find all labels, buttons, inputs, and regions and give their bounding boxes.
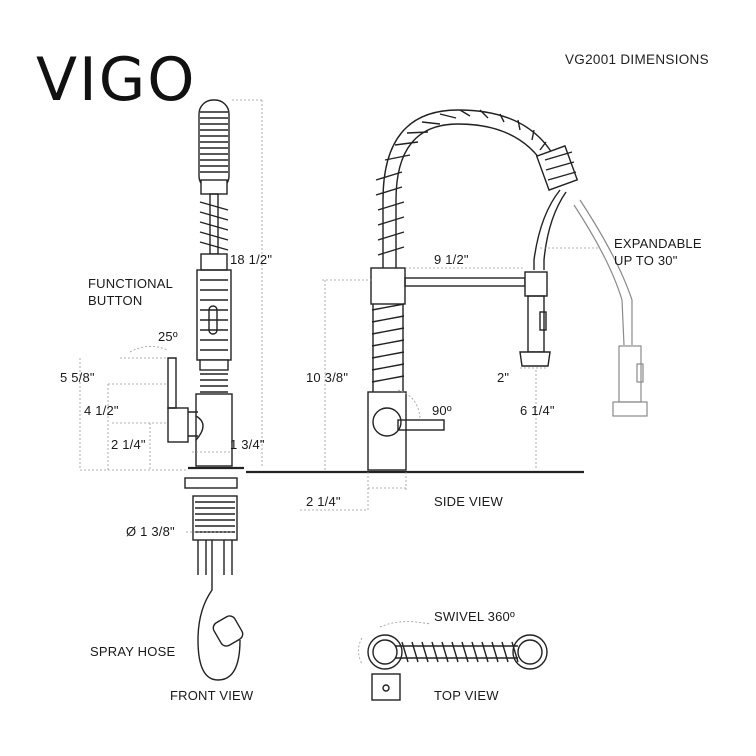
dim-reach: 9 1/2" — [434, 252, 469, 267]
side-handle-hub — [372, 407, 402, 437]
front-faucet-body — [195, 393, 233, 467]
side-view-drawing — [367, 109, 648, 471]
dim-handle-base-height: 2 1/4" — [111, 437, 146, 452]
top-spring-coil — [401, 641, 519, 663]
dim-side-base-width: 2 1/4" — [306, 494, 341, 509]
front-view-label: FRONT VIEW — [170, 688, 254, 703]
side-view-label: SIDE VIEW — [434, 494, 503, 509]
front-dimension-lines — [79, 99, 263, 533]
dim-handle-angle: 25º — [158, 329, 178, 344]
spray-hose-label: SPRAY HOSE — [90, 644, 176, 659]
side-spout-arm — [404, 277, 526, 287]
dim-hole-diameter: Ø 1 3/8" — [126, 524, 175, 539]
side-handle-lever — [397, 419, 445, 431]
sheet-title: VG2001 DIMENSIONS — [565, 52, 709, 67]
spray-hose-weight — [212, 615, 244, 647]
expandable-label-2: UP TO 30" — [614, 253, 678, 268]
front-shank-thread — [192, 495, 238, 541]
front-handle-lever — [167, 357, 177, 409]
top-base-circle — [367, 634, 403, 670]
dim-handle-top-height: 5 5/8" — [60, 370, 95, 385]
dim-total-height: 18 1/2" — [230, 252, 273, 267]
dim-spout-height: 10 3/8" — [306, 370, 349, 385]
front-sprayer-collar — [200, 253, 228, 271]
dim-base-diameter: 1 3/4" — [230, 437, 265, 452]
front-sprayer-body — [196, 269, 232, 361]
front-view-drawing — [167, 99, 244, 681]
front-spray-hose — [197, 540, 241, 681]
functional-button-label-1: FUNCTIONAL — [88, 276, 174, 291]
top-view-label: TOP VIEW — [434, 688, 499, 703]
expandable-sprayer-ghost — [612, 401, 648, 417]
side-dimension-lines — [300, 247, 600, 511]
swivel-label: SWIVEL 360º — [434, 609, 515, 624]
side-spring-arc — [382, 109, 557, 268]
expandable-hose-ghost — [573, 204, 625, 346]
front-top-coil — [198, 99, 230, 195]
front-handle-base — [167, 407, 189, 443]
top-handle — [371, 673, 401, 701]
functional-button-label-2: BUTTON — [88, 293, 143, 308]
side-sprayer-holder — [524, 271, 548, 297]
top-view-drawing — [358, 621, 548, 701]
side-sprayer-head — [519, 351, 551, 367]
front-mounting-nut — [184, 477, 238, 489]
dim-sprayer-diameter: 2" — [497, 370, 510, 385]
swivel-arrow — [379, 621, 431, 628]
functional-button-icon — [208, 305, 218, 335]
dim-handle-mid-height: 4 1/2" — [84, 403, 119, 418]
dim-angle-90: 90º — [432, 403, 452, 418]
expandable-label-1: EXPANDABLE — [614, 236, 702, 251]
side-faucet-body — [367, 391, 407, 471]
top-sprayer-circle — [512, 634, 548, 670]
dim-sprayer-clearance: 6 1/4" — [520, 403, 555, 418]
vigo-logo: VIGO — [36, 45, 197, 115]
side-spout-collar — [370, 267, 406, 305]
